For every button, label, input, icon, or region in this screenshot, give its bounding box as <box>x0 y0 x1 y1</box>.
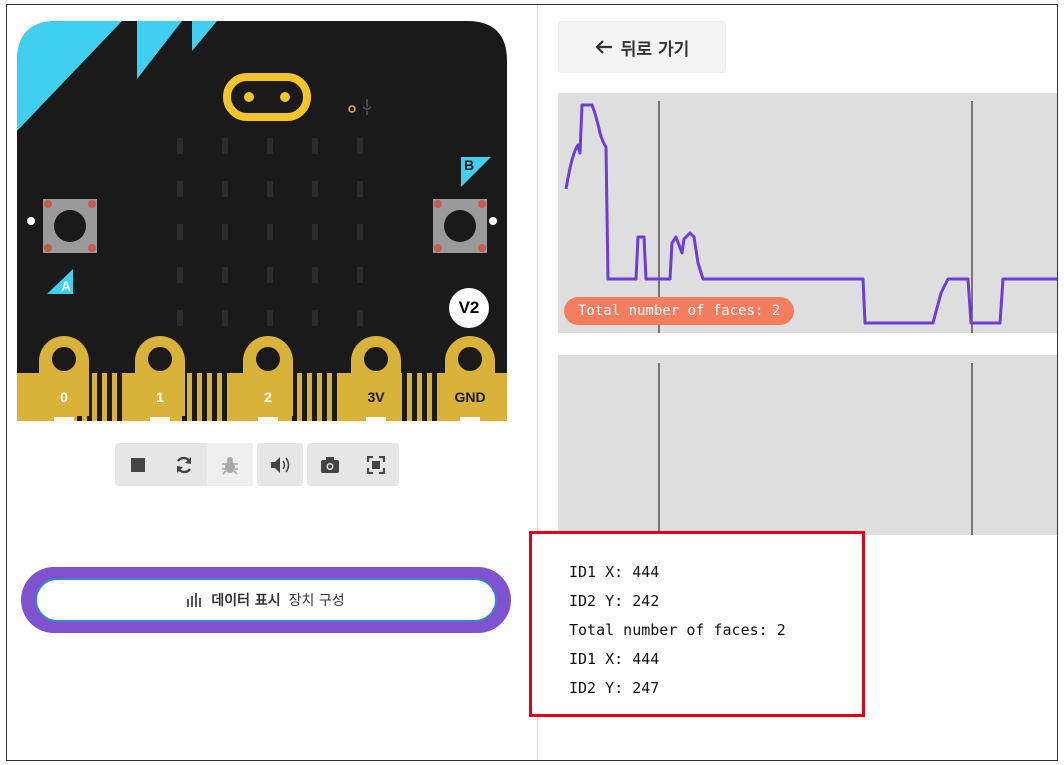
button-a-label: A <box>61 278 72 294</box>
sound-icon <box>271 456 290 473</box>
back-button-label: 뒤로 가기 <box>620 39 690 60</box>
editor-window: A B V2 0 1 2 3V GND <box>6 4 1058 761</box>
log-line: ID1 X: 444 <box>569 650 660 668</box>
plot-2-graphic <box>658 363 973 535</box>
simulator-view-group <box>307 443 399 486</box>
stop-icon <box>131 457 145 472</box>
sound-button[interactable] <box>257 443 303 486</box>
microbit-simulator[interactable]: A B V2 0 1 2 3V GND <box>17 21 507 421</box>
plot-1-series-label: Total number of faces: 2 <box>564 297 795 325</box>
pin-label-gnd: GND <box>454 389 486 405</box>
fullscreen-icon <box>367 455 385 474</box>
log-line: ID2 Y: 242 <box>569 592 660 610</box>
debug-button[interactable] <box>207 443 253 486</box>
pin-label-2: 2 <box>264 389 272 405</box>
simulator-sound-group <box>257 443 303 486</box>
version-badge: V2 <box>449 288 489 328</box>
data-plot-2[interactable] <box>558 355 1057 535</box>
log-line: ID1 X: 444 <box>569 563 660 581</box>
serial-output-log[interactable]: ID1 X: 444 ID2 Y: 242 Total number of fa… <box>529 531 865 717</box>
screenshot-button[interactable] <box>307 443 353 486</box>
bar-chart-icon <box>187 593 202 607</box>
pane-divider[interactable] <box>537 5 538 760</box>
data-display-label: 데이터 표시 <box>211 593 281 609</box>
device-config-label: 장치 구성 <box>288 593 345 609</box>
plot-1-series-line <box>564 103 1057 325</box>
pin-label-3v: 3V <box>367 389 385 405</box>
restart-icon <box>176 456 192 473</box>
debug-icon <box>222 456 238 475</box>
plot-1-graphic <box>564 101 1057 333</box>
microbit-board-graphic <box>17 21 507 421</box>
stop-button[interactable] <box>115 443 161 486</box>
data-plot-1[interactable]: Total number of faces: 2 <box>558 93 1057 333</box>
back-button[interactable]: 뒤로 가기 <box>558 21 726 73</box>
data-display-button-frame: 데이터 표시 장치 구성 <box>21 567 511 633</box>
button-b-label: B <box>464 157 475 173</box>
screenshot-icon <box>321 456 339 473</box>
log-line: Total number of faces: 2 <box>569 621 786 639</box>
simulator-toolbar <box>115 443 399 486</box>
data-display-button[interactable]: 데이터 표시 장치 구성 <box>35 578 497 622</box>
log-line: ID2 Y: 247 <box>569 679 660 697</box>
fullscreen-button[interactable] <box>353 443 399 486</box>
pin-label-0: 0 <box>60 389 68 405</box>
pin-label-1: 1 <box>156 389 164 405</box>
simulator-controls-group <box>115 443 253 486</box>
restart-button[interactable] <box>161 443 207 486</box>
arrow-left-icon <box>595 40 612 54</box>
simulator-pane: A B V2 0 1 2 3V GND <box>7 5 537 760</box>
